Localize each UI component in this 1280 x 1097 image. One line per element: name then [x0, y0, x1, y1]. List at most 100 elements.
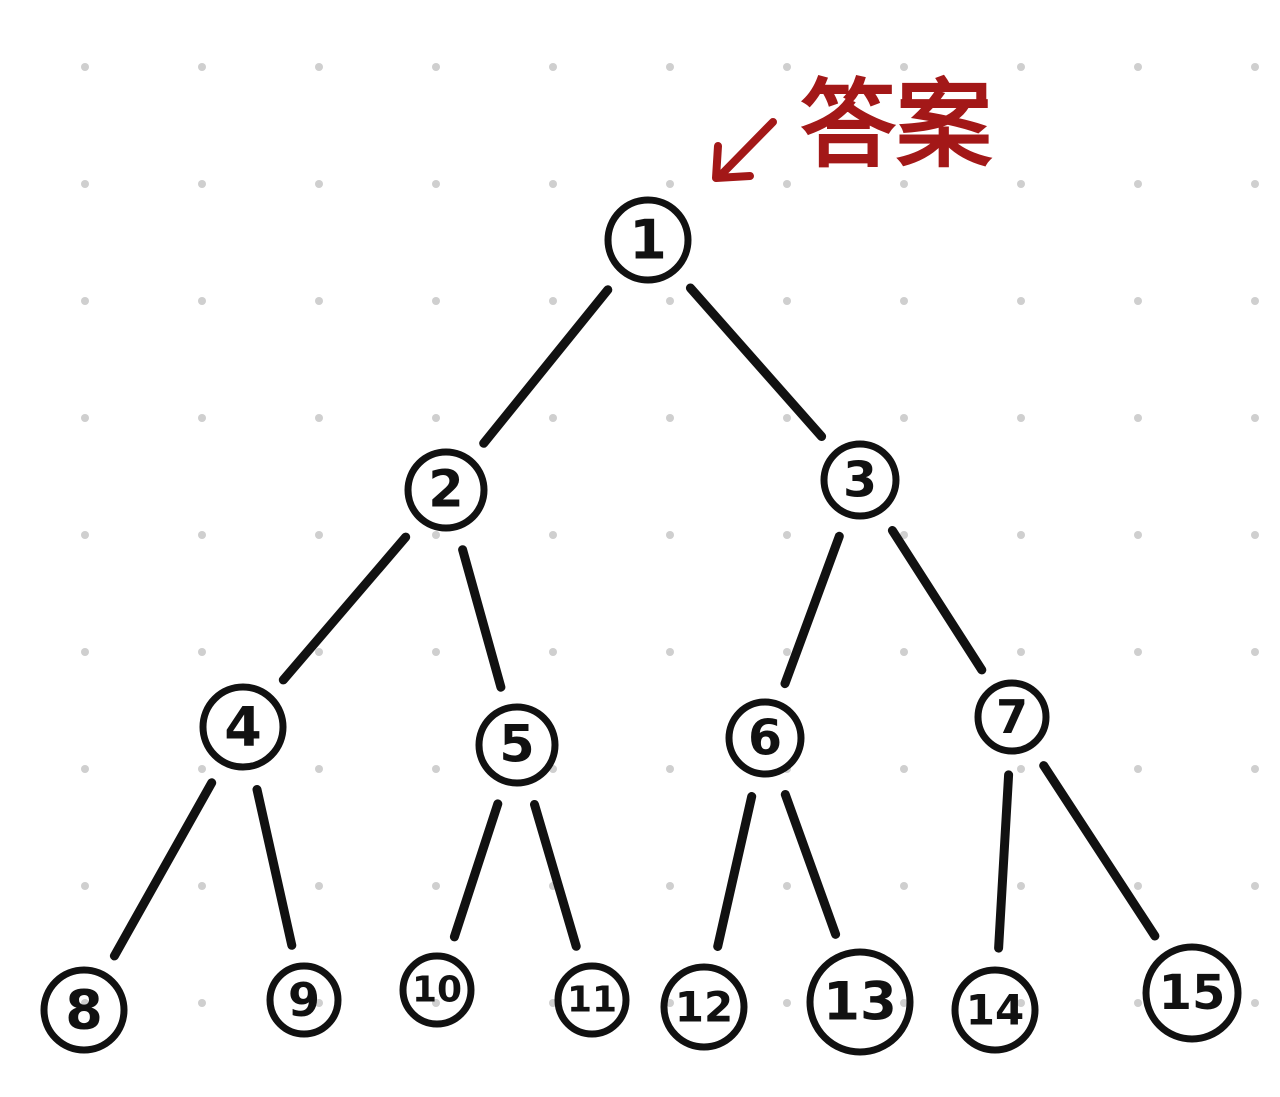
grid-dot	[1251, 999, 1259, 1007]
grid-dot	[81, 63, 89, 71]
grid-dot	[315, 63, 323, 71]
grid-dot	[432, 63, 440, 71]
grid-dot	[783, 882, 791, 890]
node-label: 10	[412, 970, 462, 1011]
grid-dot	[1134, 882, 1142, 890]
tree-node-15: 15	[1142, 943, 1242, 1043]
node-circle	[554, 962, 630, 1038]
node-label: 4	[224, 696, 262, 759]
grid-dot	[1134, 63, 1142, 71]
arrow-down-left-icon	[712, 118, 777, 182]
edge-3-7	[887, 526, 987, 675]
node-label: 1	[629, 209, 667, 272]
grid-dot	[1017, 297, 1025, 305]
grid-dot	[1251, 414, 1259, 422]
grid-dot	[315, 180, 323, 188]
grid-dot	[1134, 414, 1142, 422]
grid-dot	[315, 999, 323, 1007]
grid-dot	[666, 297, 674, 305]
edge-2-5	[458, 545, 506, 692]
grid-dot	[666, 765, 674, 773]
grid-dot	[900, 180, 908, 188]
grid-dot	[549, 63, 557, 71]
grid-dot	[666, 414, 674, 422]
node-circle	[1142, 943, 1242, 1043]
grid-dot	[1134, 531, 1142, 539]
grid-dot	[900, 999, 908, 1007]
grid-dot	[1251, 648, 1259, 656]
dot-grid-background	[81, 63, 1259, 1007]
grid-dot	[81, 180, 89, 188]
grid-dot	[783, 297, 791, 305]
node-label: 2	[428, 461, 464, 520]
node-circle	[604, 196, 692, 284]
edge-6-13	[780, 790, 841, 939]
grid-dot	[1017, 765, 1025, 773]
tree-node-11: 11	[554, 962, 630, 1038]
tree-node-4: 4	[199, 683, 287, 771]
grid-dot	[81, 531, 89, 539]
grid-dot	[1251, 765, 1259, 773]
node-label: 5	[499, 716, 535, 775]
node-circle	[399, 952, 475, 1028]
grid-dot	[432, 648, 440, 656]
tree-node-13: 13	[806, 948, 914, 1056]
grid-dot	[432, 297, 440, 305]
edge-4-8	[109, 778, 217, 961]
grid-dot	[783, 648, 791, 656]
tree-node-10: 10	[399, 952, 475, 1028]
grid-dot	[1017, 63, 1025, 71]
grid-dot	[198, 297, 206, 305]
node-label: 12	[675, 983, 733, 1032]
grid-dot	[81, 648, 89, 656]
grid-dot	[783, 531, 791, 539]
grid-dot	[198, 765, 206, 773]
node-circle	[404, 448, 488, 532]
grid-dot	[81, 882, 89, 890]
grid-dot	[1017, 882, 1025, 890]
grid-dot	[783, 999, 791, 1007]
tree-node-8: 8	[40, 966, 128, 1054]
node-circle	[725, 698, 805, 778]
grid-dot	[900, 297, 908, 305]
grid-dot	[1251, 180, 1259, 188]
edge-2-4	[278, 532, 411, 685]
grid-dot	[666, 63, 674, 71]
grid-dot	[549, 297, 557, 305]
grid-dot	[315, 414, 323, 422]
grid-dot	[81, 297, 89, 305]
grid-dot	[315, 531, 323, 539]
grid-dot	[666, 882, 674, 890]
grid-dot	[1017, 531, 1025, 539]
tree-node-14: 14	[951, 966, 1039, 1054]
tree-node-2: 2	[404, 448, 488, 532]
edge-1-2	[479, 285, 613, 448]
grid-dot	[432, 765, 440, 773]
grid-dot	[315, 882, 323, 890]
grid-dot	[1017, 414, 1025, 422]
tree-node-6: 6	[725, 698, 805, 778]
grid-dot	[666, 531, 674, 539]
node-label: 8	[65, 979, 103, 1042]
grid-dot	[1017, 648, 1025, 656]
node-label: 14	[966, 986, 1024, 1035]
grid-dot	[666, 648, 674, 656]
grid-dot	[198, 63, 206, 71]
grid-dot	[1134, 297, 1142, 305]
grid-dot	[1017, 999, 1025, 1007]
grid-dot	[198, 648, 206, 656]
edge-3-6	[780, 531, 844, 689]
grid-dot	[81, 765, 89, 773]
node-label: 7	[996, 690, 1028, 744]
grid-dot	[315, 765, 323, 773]
answer-label: 答案	[800, 69, 993, 181]
grid-dot	[549, 414, 557, 422]
node-circle	[974, 679, 1050, 755]
grid-dot	[900, 531, 908, 539]
grid-dot	[666, 180, 674, 188]
node-circle	[660, 963, 748, 1051]
grid-dot	[1251, 531, 1259, 539]
edge-7-14	[994, 770, 1014, 953]
grid-dot	[900, 414, 908, 422]
